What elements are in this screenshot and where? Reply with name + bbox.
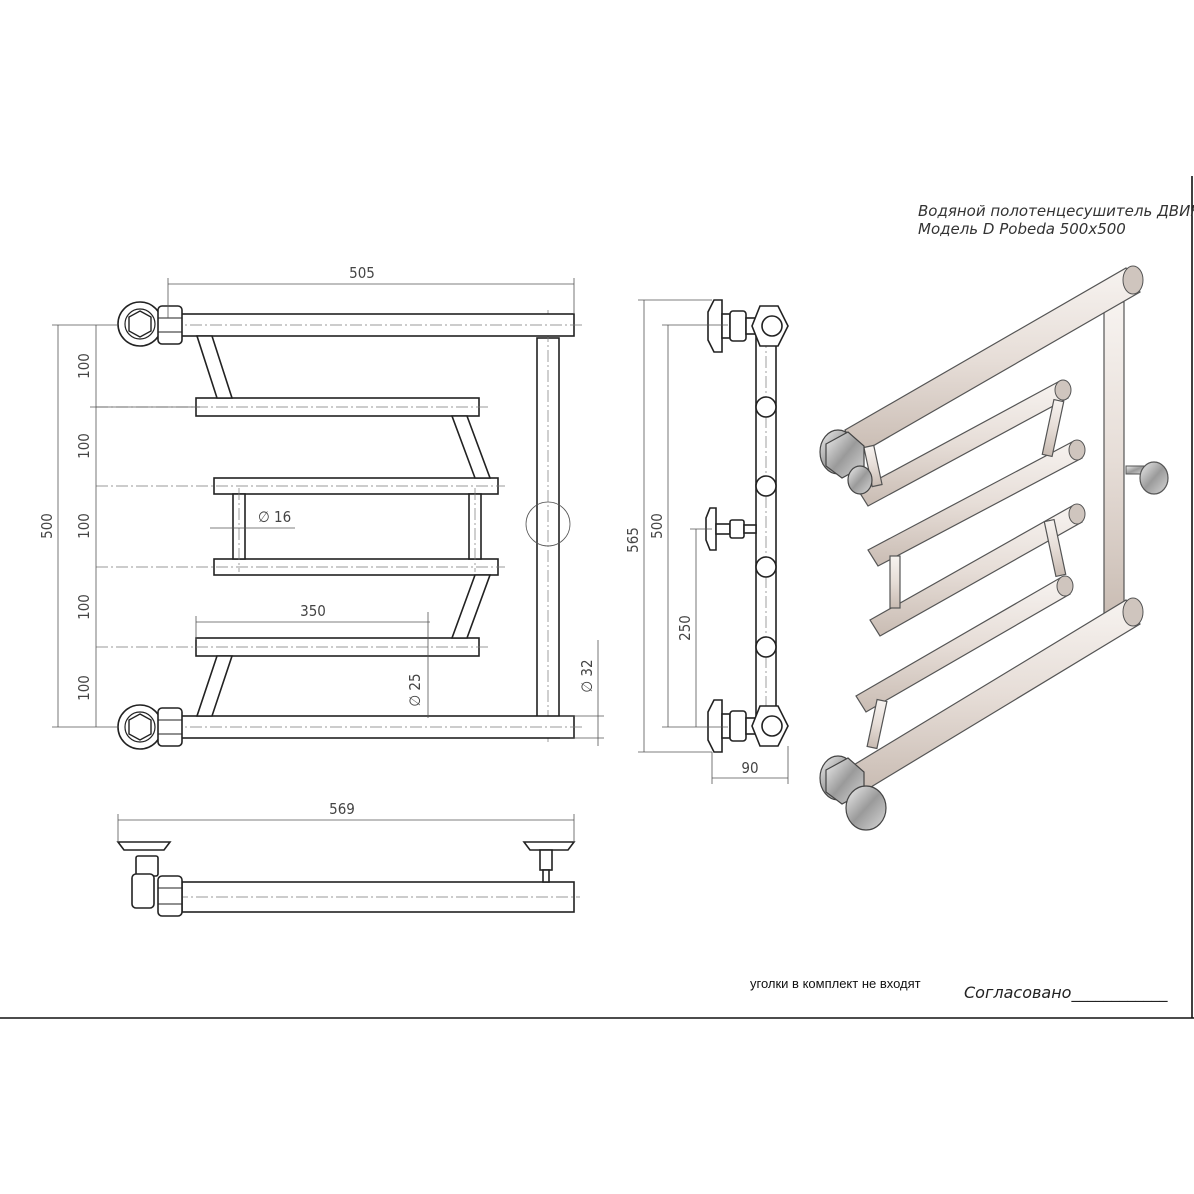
dim-250: 250	[676, 615, 694, 641]
iso-fitting-bottom	[819, 755, 887, 831]
dim-500-height: 500	[38, 513, 56, 539]
diag-top-left	[195, 335, 234, 399]
dim-dia-25: ∅ 25	[406, 673, 424, 706]
top-view-right-mount	[522, 841, 576, 883]
front-dimensions: 505 500 100 100 100 100 100 350 ∅ 16 ∅ 2…	[38, 264, 604, 746]
diag-bottom-left	[195, 655, 234, 717]
title-line-1: Водяной полотенцесушитель ДВИН	[918, 202, 1194, 220]
fitting-bottom-left	[117, 704, 183, 750]
dim-569: 569	[329, 800, 355, 818]
side-rung-3	[755, 556, 777, 578]
side-wall-mount	[705, 507, 757, 551]
sheet-frame	[0, 176, 1194, 1019]
front-view	[96, 301, 585, 750]
title-line-2: Модель D Pobeda 500x500	[918, 220, 1126, 238]
title-block: Водяной полотенцесушитель ДВИН Модель D …	[918, 202, 1194, 238]
side-rung-2	[755, 475, 777, 497]
dim-565: 565	[624, 527, 642, 553]
wall-mount-circle	[525, 501, 571, 547]
isometric-render	[819, 265, 1169, 831]
side-dimensions: 565 500 250 90	[624, 299, 789, 784]
iso-vertical-post	[1103, 301, 1125, 621]
top-dimensions: 569	[117, 800, 575, 842]
note-approved: Согласовано____________	[964, 983, 1168, 1003]
side-top-fitting	[707, 299, 789, 353]
side-bottom-fitting	[707, 699, 789, 753]
iso-fitting-top	[819, 429, 873, 495]
dim-350: 350	[300, 602, 326, 620]
side-rung-1	[755, 396, 777, 418]
dim-side-500: 500	[648, 513, 666, 539]
dim-pitch-4: 100	[75, 594, 93, 620]
dim-dia-16: ∅ 16	[258, 508, 291, 526]
side-rung-4	[755, 636, 777, 658]
side-view	[705, 299, 789, 753]
iso-rung-4	[855, 577, 1071, 713]
notes: уголки в комплект не входят Согласовано_…	[750, 976, 1168, 1003]
dim-505: 505	[349, 264, 375, 282]
dim-pitch-1: 100	[75, 353, 93, 379]
top-view-left-fitting	[116, 841, 183, 917]
note-not-included: уголки в комплект не входят	[750, 976, 921, 991]
iso-rung-1	[857, 381, 1069, 507]
fitting-top-left	[117, 301, 183, 347]
dim-pitch-5: 100	[75, 675, 93, 701]
diag-upper-right	[450, 415, 492, 479]
dim-pitch-2: 100	[75, 433, 93, 459]
dim-90: 90	[741, 759, 758, 777]
dim-dia-32: ∅ 32	[578, 659, 596, 692]
top-view	[116, 841, 580, 917]
dim-pitch-3: 100	[75, 513, 93, 539]
diag-lower-right	[450, 574, 492, 639]
iso-wall-bracket	[1125, 461, 1169, 495]
